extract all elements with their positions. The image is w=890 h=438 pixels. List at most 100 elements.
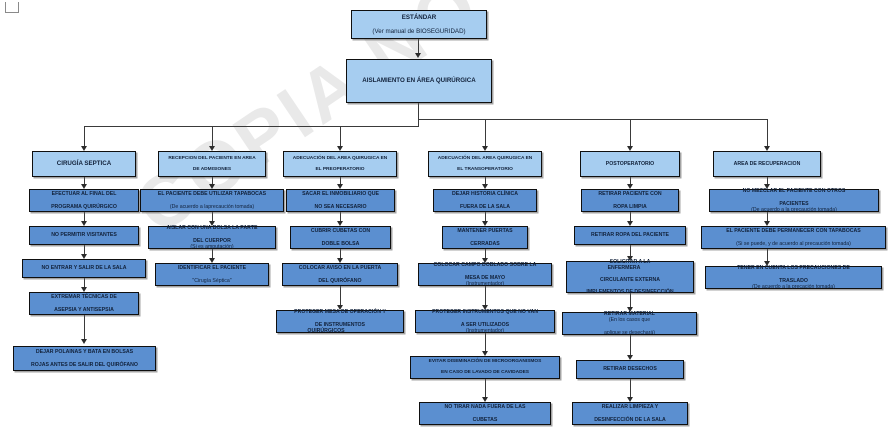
- c4-i5-l2: EN CASO DE LAVADO DE CAVIDADES: [441, 370, 529, 376]
- node-c5-i1[interactable]: RETIRAR PACIENTE CON ROPA LIMPIA: [581, 189, 679, 212]
- c4-i3-l2-tail: (Instrumentador): [465, 280, 505, 287]
- c5-i3-l1-bold-tail: ENFERMERA: [607, 264, 641, 271]
- arrow-c2-2: [209, 258, 215, 263]
- arrow-c6-0: [764, 184, 770, 189]
- connector-drop-col4: [485, 119, 486, 148]
- connector-c2-1: [212, 212, 213, 223]
- c5-i1-l2: ROPA LIMPIA: [613, 203, 647, 210]
- arrow-c4-1: [482, 221, 488, 226]
- c4-i5-l1: EVITAR DISEMINACIÓN DE MICROORGANISMOS: [428, 359, 542, 365]
- node-c4-i2[interactable]: MANTENER PUERTAS CERRADAS: [442, 226, 528, 249]
- c4-i2-l2: CERRADAS: [470, 240, 500, 247]
- node-estandar-subtitle: (Ver manual de BIOSEGURIDAD): [372, 28, 466, 36]
- node-c5-i5[interactable]: RETIRAR DESECHOS: [576, 360, 684, 379]
- connector-c6-1: [767, 212, 768, 223]
- node-c6-i3[interactable]: TENER EN CUENTA LOS PRECAUCIONES DE TRAS…: [705, 265, 882, 290]
- connector-c1-3: [84, 278, 85, 289]
- node-c1-i5[interactable]: DEJAR POLAINAS Y BATA EN BOLSAS ROJAS AN…: [13, 346, 156, 371]
- node-c4-i5[interactable]: EVITAR DISEMINACIÓN DE MICROORGANISMOS E…: [410, 356, 560, 379]
- connector-c4-1: [485, 212, 486, 223]
- c3-i1-l1: SACAR EL INMOBILIARIO QUE: [302, 191, 379, 198]
- node-c5-i4[interactable]: RETIRAR MATERIAL (En los casos que apliq…: [562, 311, 697, 336]
- connector-drop-col6: [767, 119, 768, 148]
- c4-i4-l2-tail: (Instrumentador): [465, 327, 505, 334]
- arrow-c4-4: [482, 351, 488, 356]
- node-c4-i1[interactable]: DEJAR HISTORIA CLÍNICA FUERA DE LA SALA: [433, 189, 537, 212]
- arrow-c1-2: [81, 254, 87, 259]
- connector-c1-2: [84, 245, 85, 256]
- c5-i2-l1: RETIRAR ROPA DEL PACIENTE: [591, 232, 669, 239]
- node-c3-i4[interactable]: PROTEGER MESA DE OPERACIÓN Y DE INSTRUME…: [276, 309, 404, 334]
- node-c6-i2[interactable]: EL PACIENTE DEBE PERMANECER CON TAPABOCA…: [701, 226, 886, 249]
- c1-i4-l2: ASEPSIA Y ANTISEPSIA: [54, 306, 114, 313]
- node-col1-header[interactable]: CIRUGÍA SEPTICA: [32, 151, 136, 177]
- node-c4-i3[interactable]: COLOCAR CAMPO DOBLADO SOBRE LA MESA DE M…: [418, 262, 552, 287]
- c1-i5-l1: DEJAR POLAINAS Y BATA EN BOLSAS: [35, 349, 134, 356]
- node-c5-i3[interactable]: SOLICITAR A LA ENFERMERA CIRCULANTE EXTE…: [566, 259, 694, 295]
- c5-i6-l2: DESINFECCIÓN DE LA SALA: [594, 416, 666, 423]
- connector-drop-col1: [84, 126, 85, 148]
- node-c3-i2[interactable]: CUBRIR CUBETAS CON DOBLE BOLSA: [290, 226, 391, 249]
- arrow-drop-col1: [81, 146, 87, 151]
- c5-i4-l1-tail: (En los casos que: [608, 317, 651, 324]
- c3-i3-l1: COLOCAR AVISO EN LA PUERTA: [298, 265, 382, 272]
- connector-c5-2: [630, 245, 631, 258]
- connector-c4-5: [485, 379, 486, 399]
- connector-drop-col2: [212, 126, 213, 148]
- node-c2-i3[interactable]: IDENTIFICAR EL PACIENTE "Cirugía Séptica…: [155, 263, 269, 286]
- connector-c5-0: [630, 177, 631, 186]
- c6-i1-l1: NO MEZCLAR EL PACIENTE CON OTROS: [742, 188, 846, 195]
- arrow-c4-2: [482, 258, 488, 263]
- arrow-c3-2: [337, 258, 343, 263]
- connector-bus-step: [418, 119, 419, 127]
- connector-c4-0: [485, 177, 486, 186]
- arrow-c1-4: [81, 339, 87, 344]
- node-c4-i6[interactable]: NO TIRAR NADA FUERA DE LAS CUBETAS: [419, 402, 551, 425]
- node-c3-i3[interactable]: COLOCAR AVISO EN LA PUERTA DEL QUIRÓFANO: [282, 263, 398, 286]
- c3-i2-l1: CUBRIR CUBETAS CON: [310, 228, 371, 235]
- c6-i3-l2-tail: (De acuerdo a la precación tomada): [752, 283, 835, 290]
- node-c1-i3[interactable]: NO ENTRAR Y SALIR DE LA SALA: [22, 259, 146, 278]
- node-col4-header[interactable]: ADECUACIÓN DEL AREA QUIRUGICA EN EL TRAN…: [428, 151, 542, 177]
- node-c1-i1[interactable]: EFECTUAR AL FINAL DEL PROGRAMA QUIRÚRGIC…: [29, 189, 139, 212]
- c6-i3-l2: TRASLADO: [779, 277, 808, 284]
- connector-level2-trunk: [418, 103, 419, 125]
- node-col2-header[interactable]: RECEPCION DEL PACIENTE EN AREA DE ADMISI…: [158, 151, 266, 177]
- node-col5-header[interactable]: POSTOPERATORIO: [580, 151, 680, 177]
- node-estandar[interactable]: ESTÁNDAR (Ver manual de BIOSEGURIDAD): [351, 10, 487, 39]
- c6-i3-l1: TENER EN CUENTA LOS PRECAUCIONES DE: [737, 265, 850, 272]
- c4-i1-l2: FUERA DE LA SALA: [459, 203, 511, 210]
- node-c2-i2[interactable]: AISLAR CON UNA BOLSA LA PARTE DEL CUERPO…: [148, 225, 276, 250]
- c6-i2-l1: EL PACIENTE DEBE PERMANECER CON TAPABOCA…: [726, 228, 861, 235]
- node-c4-i4[interactable]: PROTEGER INSTRUMENTOS QUE NO VAN A SER U…: [415, 309, 555, 334]
- node-aislamiento-area-quirurgica[interactable]: AISLAMIENTO EN ÁREA QUIRÚRGICA: [346, 59, 492, 103]
- connector-c3-3: [340, 286, 341, 307]
- col3-header-l2: EL PREOPERATORIO: [315, 166, 365, 172]
- c5-i6-l1: REALIZAR LIMPIEZA Y: [601, 404, 659, 411]
- node-c1-i4[interactable]: EXTREMAR TÉCNICAS DE ASEPSIA Y ANTISEPSI…: [29, 292, 139, 315]
- connector-drop-col5: [630, 119, 631, 148]
- arrow-c5-0: [627, 184, 633, 189]
- node-c5-i2[interactable]: RETIRAR ROPA DEL PACIENTE: [574, 226, 686, 245]
- node-estandar-title: ESTÁNDAR: [401, 13, 437, 21]
- connector-c4-2: [485, 249, 486, 260]
- node-c3-i1[interactable]: SACAR EL INMOBILIARIO QUE NO SEA NECESAR…: [286, 189, 395, 212]
- connector-c6-2: [767, 249, 768, 263]
- connector-drop-col3: [340, 126, 341, 148]
- arrow-c2-0: [209, 184, 215, 189]
- arrow-c1-0: [81, 184, 87, 189]
- node-col6-header[interactable]: AREA DE RECUPERACION: [713, 151, 821, 177]
- arrow-root-to-level2: [415, 53, 421, 58]
- c5-i5-l1: RETIRAR DESECHOS: [603, 366, 657, 373]
- node-c1-i2[interactable]: NO PERMITIR VISITANTES: [29, 226, 139, 245]
- arrow-drop-col4: [482, 146, 488, 151]
- node-col3-header[interactable]: ADECUACIÓN DEL AREA QUIRUGICA EN EL PREO…: [283, 151, 397, 177]
- c4-i1-l1: DEJAR HISTORIA CLÍNICA: [451, 191, 518, 198]
- node-c2-i1[interactable]: EL PACIENTE DEBE UTILIZAR TAPABOCAS (De …: [140, 189, 284, 212]
- node-c5-i6[interactable]: REALIZAR LIMPIEZA Y DESINFECCIÓN DE LA S…: [572, 402, 688, 425]
- node-c6-i1[interactable]: NO MEZCLAR EL PACIENTE CON OTROS PACIENT…: [709, 188, 879, 213]
- c1-i5-l2: ROJAS ANTES DE SALIR DEL QUIRÓFANO: [31, 361, 138, 368]
- c4-i4-l2: A SER UTILIZADOS: [460, 321, 510, 328]
- arrow-c4-3: [482, 305, 488, 310]
- col3-header-l1: ADECUACIÓN DEL AREA QUIRUGICA EN: [292, 155, 388, 161]
